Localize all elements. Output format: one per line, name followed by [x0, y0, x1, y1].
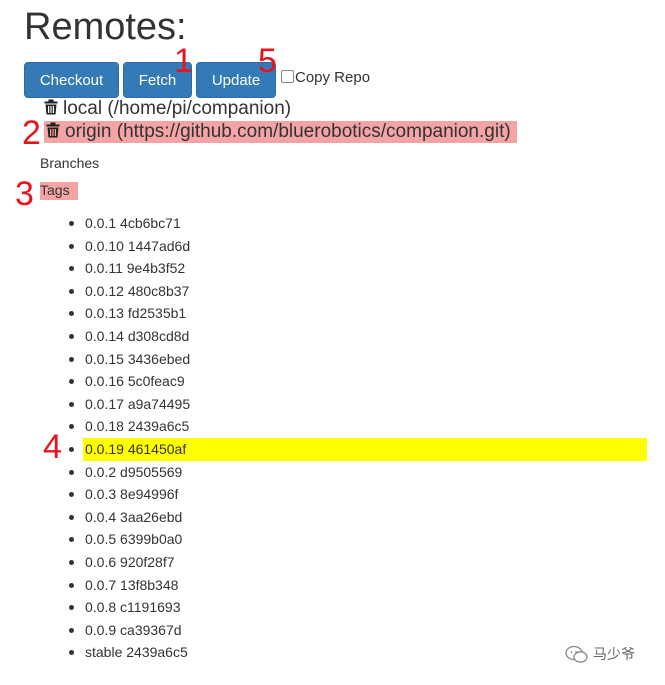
checkout-button[interactable]: Checkout [24, 62, 119, 98]
tag-label: 0.0.14 d308cd8d [85, 327, 190, 344]
trash-icon[interactable] [46, 122, 60, 138]
watermark: 马少爷 [565, 644, 635, 668]
tag-item[interactable]: stable 2439a6c5 [67, 641, 647, 664]
tag-label: 0.0.4 3aa26ebd [85, 508, 183, 525]
tag-item[interactable]: 0.0.11 9e4b3f52 [67, 257, 647, 280]
tag-label: 0.0.12 480c8b37 [85, 282, 190, 299]
tag-item[interactable]: 0.0.1 4cb6bc71 [67, 212, 647, 235]
annotation-number: 2 [22, 114, 41, 152]
tag-item[interactable]: 0.0.18 2439a6c5 [67, 415, 647, 438]
watermark-text: 马少爷 [593, 646, 635, 662]
tag-label: 0.0.6 920f28f7 [85, 553, 175, 570]
tag-label: 0.0.8 c1191693 [85, 599, 181, 616]
trash-icon[interactable] [44, 99, 58, 115]
tag-item[interactable]: 0.0.15 3436ebed [67, 348, 647, 371]
tag-item[interactable]: 0.0.2 d9505569 [67, 461, 647, 484]
tag-item[interactable]: 0.0.19 461450af [67, 437, 647, 461]
update-button[interactable]: Update [196, 62, 276, 98]
annotation-number: 1 [174, 42, 193, 80]
remote-item-origin[interactable]: origin (https://github.com/bluerobotics/… [44, 121, 517, 143]
remote-item-local[interactable]: local (/home/pi/companion) [44, 98, 291, 120]
page-title: Remotes: [24, 6, 187, 48]
tag-item[interactable]: 0.0.7 13f8b348 [67, 574, 647, 597]
tags-heading[interactable]: Tags [40, 182, 78, 200]
tags-list: 0.0.1 4cb6bc71 0.0.10 1447ad6d 0.0.11 9e4b… [67, 212, 647, 664]
tag-label: stable 2439a6c5 [85, 644, 188, 661]
tag-label: 0.0.2 d9505569 [85, 463, 183, 480]
tag-item[interactable]: 0.0.9 ca39367d [67, 619, 647, 642]
wechat-icon [565, 646, 588, 664]
remote-label: origin (https://github.com/bluerobotics/… [65, 121, 511, 142]
tag-label: 0.0.1 4cb6bc71 [85, 215, 181, 231]
tag-item[interactable]: 0.0.16 5c0feac9 [67, 370, 647, 393]
fetch-button[interactable]: Fetch [123, 62, 192, 98]
tag-label: 0.0.7 13f8b348 [85, 576, 179, 593]
tag-label: 0.0.10 1447ad6d [85, 237, 191, 254]
tag-item[interactable]: 0.0.5 6399b0a0 [67, 528, 647, 551]
copy-repo-label: Copy Repo [295, 69, 371, 86]
copy-repo-option[interactable]: Copy Repo [281, 69, 370, 86]
tag-item[interactable]: 0.0.14 d308cd8d [67, 325, 647, 348]
tag-label: 0.0.13 fd2535b1 [85, 305, 187, 322]
tag-label: 0.0.19 461450af [83, 437, 647, 461]
annotation-number: 5 [258, 42, 277, 80]
tag-item[interactable]: 0.0.8 c1191693 [67, 596, 647, 619]
remote-label: local (/home/pi/companion) [63, 98, 292, 119]
tag-item[interactable]: 0.0.17 a9a74495 [67, 393, 647, 416]
tag-label: 0.0.5 6399b0a0 [85, 531, 183, 548]
tag-label: 0.0.11 9e4b3f52 [85, 260, 186, 277]
tag-label: 0.0.15 3436ebed [85, 350, 191, 367]
tag-item[interactable]: 0.0.10 1447ad6d [67, 235, 647, 258]
tag-item[interactable]: 0.0.13 fd2535b1 [67, 302, 647, 325]
annotation-number: 4 [43, 428, 62, 466]
tag-item[interactable]: 0.0.3 8e94996f [67, 483, 647, 506]
tag-label: 0.0.3 8e94996f [85, 486, 179, 503]
tag-item[interactable]: 0.0.4 3aa26ebd [67, 506, 647, 529]
tag-item[interactable]: 0.0.12 480c8b37 [67, 280, 647, 303]
annotation-number: 3 [15, 175, 34, 213]
branches-heading[interactable]: Branches [40, 155, 100, 171]
tag-label: 0.0.18 2439a6c5 [85, 418, 190, 435]
tag-label: 0.0.17 a9a74495 [85, 395, 191, 412]
copy-repo-checkbox[interactable] [281, 70, 294, 83]
tag-item[interactable]: 0.0.6 920f28f7 [67, 551, 647, 574]
tag-label: 0.0.16 5c0feac9 [85, 373, 185, 390]
tag-label: 0.0.9 ca39367d [85, 621, 182, 638]
